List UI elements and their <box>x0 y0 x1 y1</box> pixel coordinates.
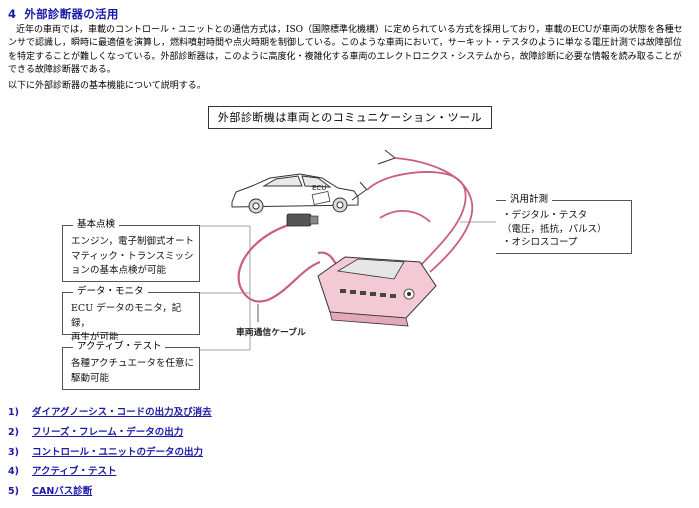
lead-sentence: 以下に外部診断器の基本機能について説明する。 <box>8 81 206 91</box>
general-measurement-box: 汎用計測 ・デジタル・テスタ （電圧，抵抗，パルス） ・オシロスコープ <box>496 193 632 254</box>
link-freeze-frame[interactable]: 2) フリーズ・フレーム・データの出力 <box>8 424 183 438</box>
general-measurement-line: ・デジタル・テスタ <box>502 210 588 221</box>
ecu-label: ECU <box>312 184 326 192</box>
link-label: フリーズ・フレーム・データの出力 <box>32 427 184 438</box>
data-monitor-box: データ・モニタ ECU データのモニタ，記録， 再生が可能 <box>62 285 200 343</box>
cable-connector <box>286 213 319 227</box>
section-title: 外部診断器の活用 <box>24 7 119 21</box>
link-number: 1) <box>8 407 19 418</box>
data-monitor-line: 再生が可能 <box>71 332 119 343</box>
active-test-line: 駆動可能 <box>71 372 110 384</box>
active-test-title: アクティブ・テスト <box>73 340 166 354</box>
basic-inspection-title: 基本点検 <box>73 218 120 232</box>
cable-label: 車両通信ケーブル <box>236 328 306 338</box>
general-measurement-title: 汎用計測 <box>506 193 553 207</box>
figure-title: 外部診断機は車両とのコミュニケーション・ツール <box>208 106 492 129</box>
link-number: 3) <box>8 447 19 458</box>
link-number: 5) <box>8 486 19 497</box>
section-number: 4 <box>8 7 17 21</box>
car-illustration <box>231 173 359 214</box>
link-active-test[interactable]: 4) アクティブ・テスト <box>8 463 116 477</box>
intro-paragraph: 近年の車両では，車載のコントロール・ユニットとの通信方式は，ISO（国際標準化機… <box>8 25 683 76</box>
general-measurement-line: ・オシロスコープ <box>502 237 578 248</box>
link-number: 2) <box>8 427 19 438</box>
probe-tips <box>351 149 396 201</box>
general-measurement-line: （電圧，抵抗，パルス） <box>502 223 607 235</box>
data-monitor-title: データ・モニタ <box>73 285 148 299</box>
link-number: 4) <box>8 466 19 477</box>
active-test-box: アクティブ・テスト 各種アクチュエータを任意に 駆動可能 <box>62 340 200 390</box>
link-label: コントロール・ユニットのデータの出力 <box>32 447 204 458</box>
link-label: CANバス診断 <box>32 486 93 497</box>
link-label: ダイアグノーシス・コードの出力及び消去 <box>32 407 212 418</box>
basic-inspection-line: エンジン，電子制御式オート <box>71 236 195 247</box>
link-diagnosis-code[interactable]: 1) ダイアグノーシス・コードの出力及び消去 <box>8 404 212 418</box>
test-probes <box>366 157 473 273</box>
basic-inspection-line: ョンの基本点検が可能 <box>71 265 167 276</box>
basic-inspection-box: 基本点検 エンジン，電子制御式オート マティック・トランスミッシ ョンの基本点検… <box>62 218 200 282</box>
basic-inspection-line: マティック・トランスミッシ <box>71 250 194 262</box>
link-control-unit-data[interactable]: 3) コントロール・ユニットのデータの出力 <box>8 444 203 458</box>
diagnostic-device <box>317 256 437 327</box>
link-label: アクティブ・テスト <box>32 466 117 477</box>
data-monitor-line: ECU データのモニタ，記録， <box>71 303 182 329</box>
link-can-bus[interactable]: 5) CANバス診断 <box>8 483 92 497</box>
section-heading: 4 外部診断器の活用 <box>8 6 119 22</box>
active-test-line: 各種アクチュエータを任意に <box>71 358 195 369</box>
ecu-box: ECU <box>311 184 331 206</box>
